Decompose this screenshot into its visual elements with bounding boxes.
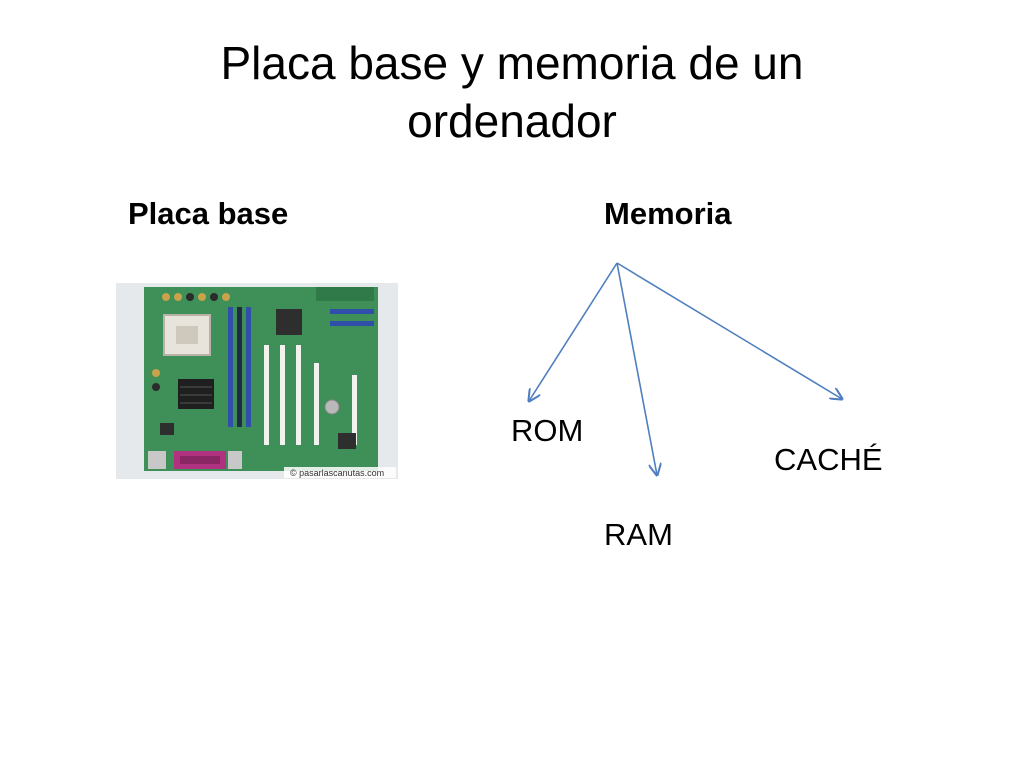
cmos-battery	[324, 399, 340, 415]
heading-placa-base: Placa base	[128, 196, 289, 231]
capacitors	[152, 293, 230, 391]
photo-watermark: © pasarlascanutas.com	[290, 468, 384, 478]
arrow-to-ram	[616, 262, 657, 475]
pci-slot-4	[314, 363, 319, 445]
label-cache: CACHÉ	[774, 442, 883, 477]
heading-memoria: Memoria	[604, 196, 732, 231]
pci-slot-5	[352, 375, 357, 445]
chipset	[276, 309, 302, 335]
ram-slot-1	[228, 307, 233, 427]
cpu-socket	[163, 314, 211, 356]
slide-title: Placa base y memoria de un ordenador	[220, 37, 804, 147]
heatsink	[178, 379, 214, 409]
arrow-to-cache	[616, 262, 842, 399]
pcie-slot	[330, 309, 374, 314]
label-rom: ROM	[511, 413, 584, 448]
motherboard-photo: © pasarlascanutas.com	[116, 283, 398, 479]
pci-slot-2	[280, 345, 285, 445]
ram-slot-2	[237, 307, 242, 427]
motherboard-illustration: © pasarlascanutas.com	[116, 283, 398, 479]
pci-slot-1	[264, 345, 269, 445]
pci-slot-3	[296, 345, 301, 445]
ram-slot-3	[246, 307, 251, 427]
label-ram: RAM	[604, 517, 673, 552]
arrow-to-rom	[529, 262, 618, 401]
